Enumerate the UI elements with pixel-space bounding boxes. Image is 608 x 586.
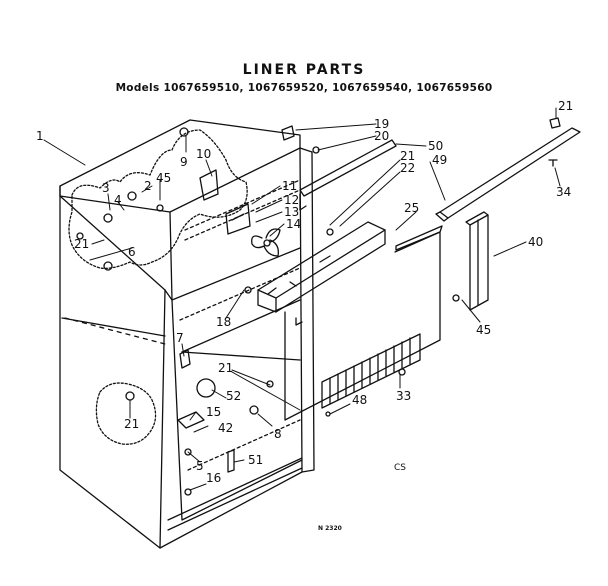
- callout-11: 11: [282, 179, 297, 193]
- callout-15: 15: [206, 405, 221, 419]
- callout-9: 9: [180, 155, 188, 169]
- control-housing: [257, 221, 386, 313]
- top-rail-49: [435, 127, 581, 222]
- callout-6: 6: [128, 245, 136, 259]
- callout-21-right: 21: [558, 99, 573, 113]
- callout-7: 7: [176, 331, 184, 345]
- callout-21-cut: 21: [124, 417, 139, 431]
- callout-21-mid: 21: [218, 361, 233, 375]
- callout-50: 50: [428, 139, 443, 153]
- rail-50: [299, 139, 397, 197]
- callout-16: 16: [206, 471, 221, 485]
- cutaway-lower: [95, 382, 157, 445]
- callout-51: 51: [248, 453, 263, 467]
- callout-34: 34: [556, 185, 571, 199]
- callout-40: 40: [528, 235, 543, 249]
- fan-blade: [251, 228, 281, 257]
- fan-bracket: [225, 203, 251, 235]
- callout-8: 8: [274, 427, 282, 441]
- callout-42: 42: [218, 421, 233, 435]
- callout-14: 14: [286, 217, 301, 231]
- callout-19: 19: [374, 117, 389, 131]
- callout-18: 18: [216, 315, 231, 329]
- callout-4: 4: [114, 193, 122, 207]
- callout-45-lower: 45: [476, 323, 491, 337]
- thermostat-bracket: [199, 169, 219, 201]
- duct-40: [465, 211, 489, 311]
- callout-22: 22: [400, 161, 415, 175]
- callout-52: 52: [226, 389, 241, 403]
- figure-code: N 2320: [318, 525, 342, 532]
- callout-3: 3: [102, 181, 110, 195]
- callout-1: 1: [36, 129, 44, 143]
- callout-20: 20: [374, 129, 389, 143]
- callout-5: 5: [196, 459, 204, 473]
- liner-cabinet: [59, 119, 315, 549]
- leader-lines: [43, 107, 561, 491]
- callout-25: 25: [404, 201, 419, 215]
- callout-numbers: 1 2 3 4 45 9 10 11 12 13 14 19 20 50 21 …: [36, 99, 573, 485]
- callout-33: 33: [396, 389, 411, 403]
- callout-2: 2: [144, 179, 152, 193]
- callout-10: 10: [196, 147, 211, 161]
- callout-48: 48: [352, 393, 367, 407]
- fasteners: [76, 117, 561, 496]
- callout-45: 45: [156, 171, 171, 185]
- page-title: LINER PARTS: [242, 62, 366, 78]
- callout-21-left: 21: [74, 237, 89, 251]
- callout-49: 49: [432, 153, 447, 167]
- callout-21-top: 21: [400, 149, 415, 163]
- callout-13: 13: [284, 205, 299, 219]
- corner-mark: CS: [394, 463, 406, 473]
- cutaway-upper: [68, 129, 248, 270]
- models-line: Models 1067659510, 1067659520, 106765954…: [115, 82, 493, 94]
- callout-12: 12: [284, 193, 299, 207]
- evaporator-cover: [284, 225, 443, 421]
